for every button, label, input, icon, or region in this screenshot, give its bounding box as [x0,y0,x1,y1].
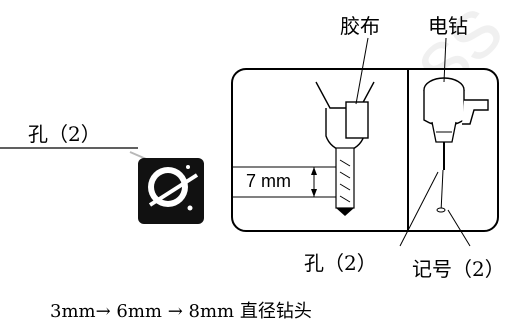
hole-left-label: 孔（2） [28,122,101,146]
tape-flap [345,101,369,139]
right-panel-drill [423,77,489,213]
tape-label: 胶布 [340,14,380,38]
drill-leader [443,37,447,83]
hole-bottom-leader [399,171,439,247]
drill-label: 电钻 [428,14,468,38]
bits-caption: 3mm→ 6mm → 8mm 直径钻头 [50,301,312,322]
mark-leader [447,209,471,247]
depth-label: 7 mm [246,171,291,191]
left-panel-bit [315,81,375,216]
hole-icon [138,158,204,224]
mark-label: 记号（2） [412,257,505,281]
hole-bottom-label: 孔（2） [304,251,377,275]
tape-leader [355,37,369,105]
